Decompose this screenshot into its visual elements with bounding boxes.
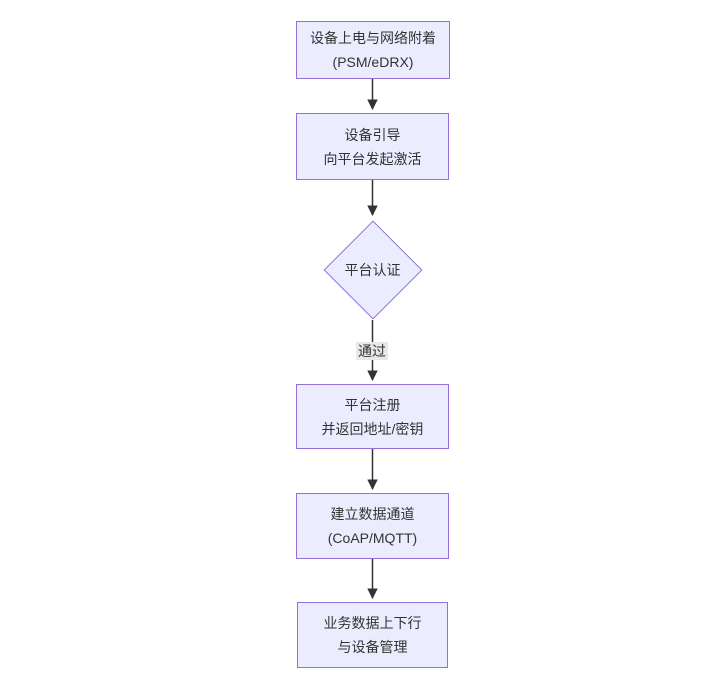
node-data-channel-line2: (CoAP/MQTT): [327, 530, 418, 546]
node-data-channel: 建立数据通道 (CoAP/MQTT): [296, 493, 449, 559]
decision-platform-auth: 平台认证: [322, 220, 423, 320]
node-bootstrap: 设备引导 向平台发起激活: [296, 113, 449, 180]
node-bootstrap-line1: 设备引导: [344, 126, 401, 143]
node-platform-register: 平台注册 并返回地址/密钥: [296, 384, 449, 449]
node-power-attach: 设备上电与网络附着 (PSM/eDRX): [296, 21, 450, 79]
node-power-attach-line1: 设备上电与网络附着: [310, 30, 436, 46]
node-platform-register-line2: 并返回地址/密钥: [321, 420, 424, 437]
node-bootstrap-line2: 向平台发起激活: [323, 150, 422, 167]
edge-label-pass: 通过: [356, 342, 388, 360]
node-business-data-line2: 与设备管理: [337, 639, 408, 655]
node-power-attach-line2: (PSM/eDRX): [332, 54, 414, 70]
node-business-data: 业务数据上下行 与设备管理: [297, 602, 448, 668]
decision-platform-auth-label: 平台认证: [344, 262, 401, 278]
node-business-data-line1: 业务数据上下行: [323, 615, 422, 631]
node-platform-register-line1: 平台注册: [344, 396, 401, 413]
node-data-channel-line1: 建立数据通道: [330, 506, 415, 522]
